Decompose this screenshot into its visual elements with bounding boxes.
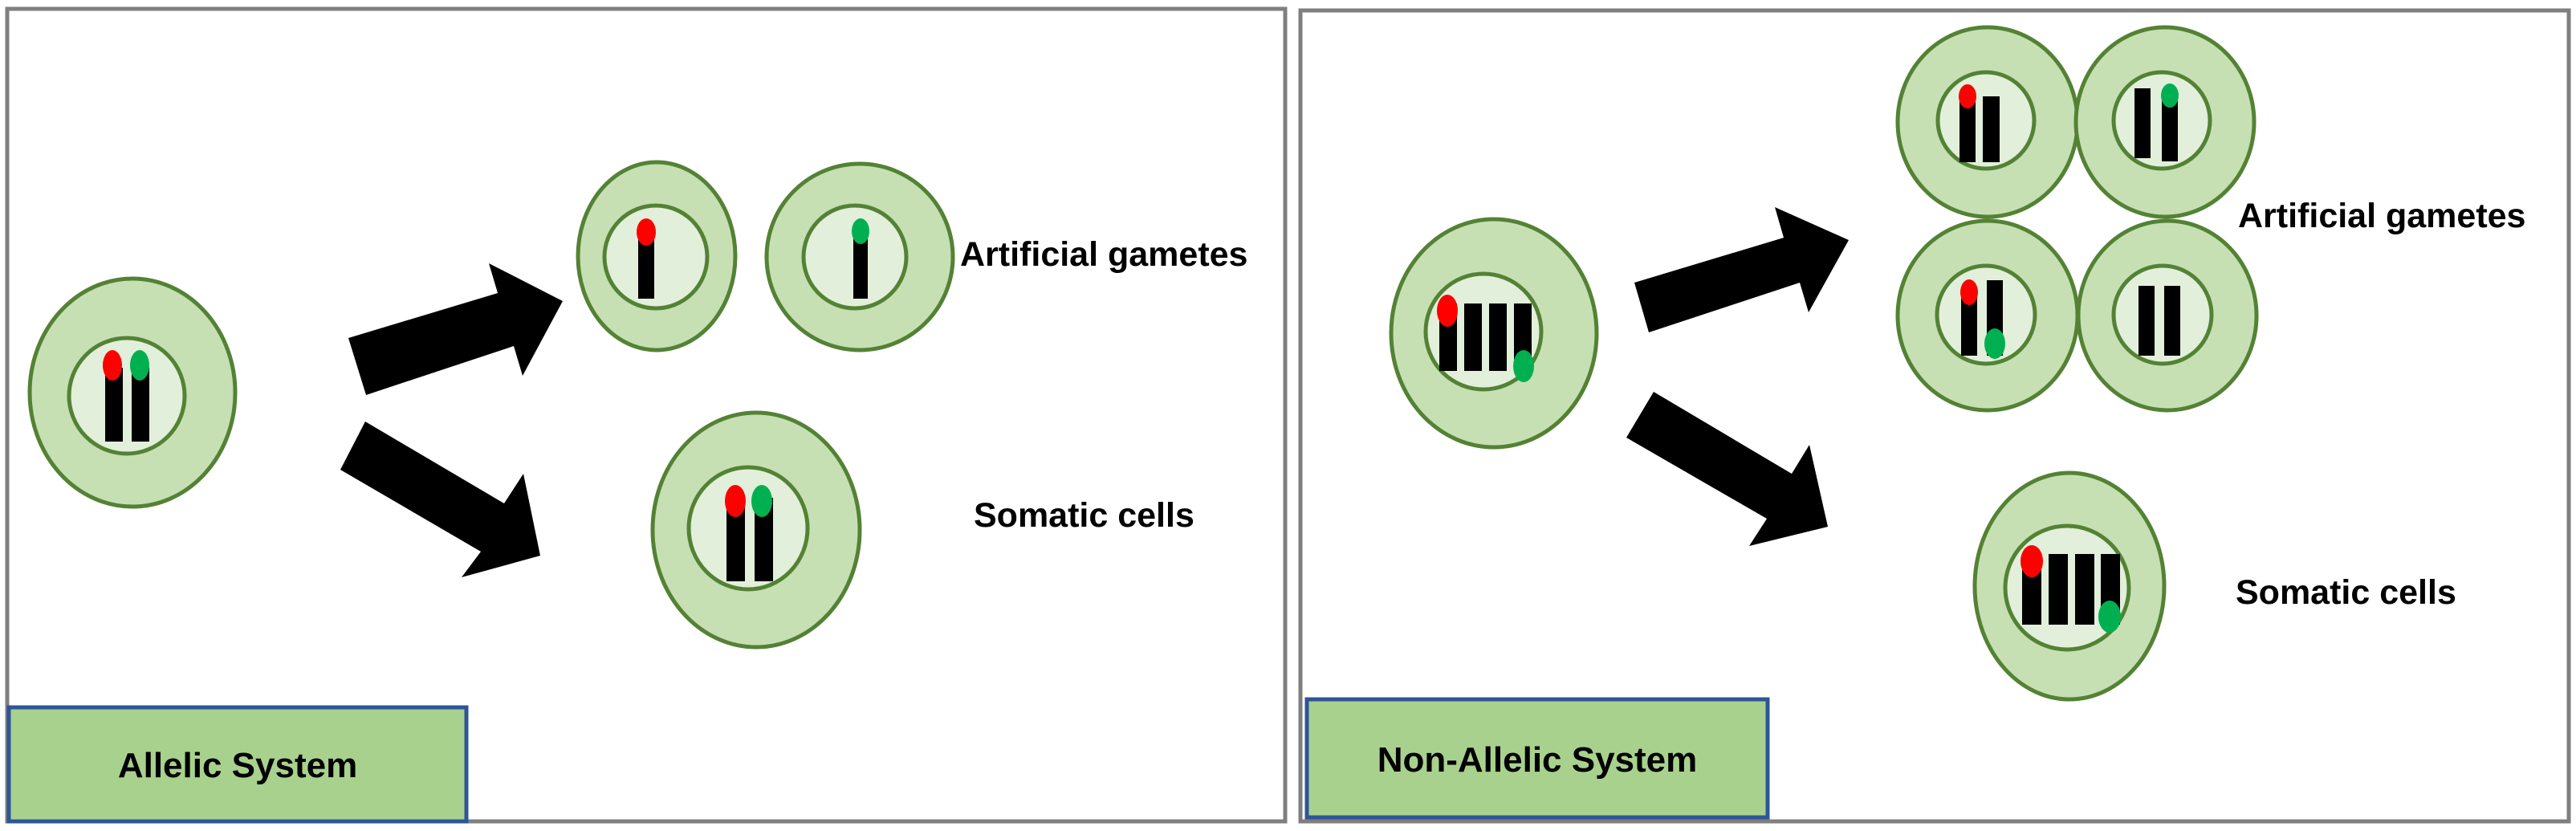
- allelic-system-badge: [6, 705, 469, 824]
- nucleus: [686, 465, 810, 592]
- nucleus: [67, 336, 187, 456]
- allele-green: [130, 350, 149, 381]
- allelic-system-badge-label: Allelic System: [118, 746, 357, 785]
- chromosome: [726, 498, 745, 581]
- allelic-parent-cell: [27, 276, 238, 509]
- arrow-to-gametes: [1634, 207, 1849, 332]
- allele-red: [1959, 84, 1976, 108]
- non-allelic-gametes-label: Artificial gametes: [2238, 197, 2525, 235]
- chromosome: [1464, 303, 1482, 371]
- chromosome: [2075, 554, 2094, 625]
- chromosome: [105, 368, 123, 442]
- chromosome: [2134, 88, 2151, 158]
- allele-red: [1437, 295, 1458, 327]
- chromosome: [2164, 286, 2180, 356]
- arrow-to-somatic: [340, 422, 540, 577]
- allelic-gamete-cell: [576, 160, 738, 352]
- non-allelic-system-badge: [1304, 697, 1770, 820]
- non-allelic-somatic-label: Somatic cells: [2236, 573, 2456, 612]
- chromosome: [755, 498, 773, 581]
- nucleus: [602, 203, 710, 311]
- non-allelic-parent-cell: [1389, 217, 1599, 450]
- allele-red: [725, 485, 746, 517]
- allelic-somatic-cell: [650, 410, 862, 650]
- non-allelic-gamete-cell: [2076, 218, 2259, 413]
- non-allelic-gamete-cell: [1895, 218, 2080, 413]
- allele-red: [2021, 545, 2043, 577]
- arrow-to-somatic: [1626, 392, 1828, 546]
- chromosome: [132, 368, 149, 442]
- chromosome: [2049, 554, 2068, 625]
- allele-green: [2098, 601, 2121, 633]
- non-allelic-somatic-cell: [1972, 470, 2167, 702]
- chromosome: [638, 229, 654, 299]
- allele-green: [2161, 84, 2179, 108]
- nucleus: [2111, 263, 2214, 366]
- chromosome: [853, 227, 868, 299]
- chromosome: [1959, 92, 1976, 162]
- allele-green: [1513, 350, 1534, 382]
- allelic-gametes-label: Artificial gametes: [960, 235, 1247, 274]
- chromosome: [2139, 286, 2155, 356]
- chromosome: [1961, 287, 1977, 356]
- arrow-to-gametes: [348, 263, 563, 395]
- non-allelic-system-badge-label: Non-Allelic System: [1378, 740, 1698, 780]
- chromosome: [1983, 96, 2000, 162]
- non-allelic-gamete-cell: [2073, 25, 2257, 219]
- allele-green: [1984, 328, 2005, 359]
- non-allelic-gamete-cell: [1895, 25, 2080, 219]
- allele-red: [1960, 279, 1978, 305]
- allele-red: [103, 350, 122, 381]
- allele-green: [852, 218, 869, 244]
- allele-red: [637, 218, 656, 246]
- chromosome: [2162, 91, 2178, 161]
- allele-green: [751, 485, 772, 517]
- allelic-gamete-cell: [764, 161, 955, 352]
- allelic-somatic-label: Somatic cells: [974, 496, 1194, 535]
- chromosome: [1489, 303, 1507, 371]
